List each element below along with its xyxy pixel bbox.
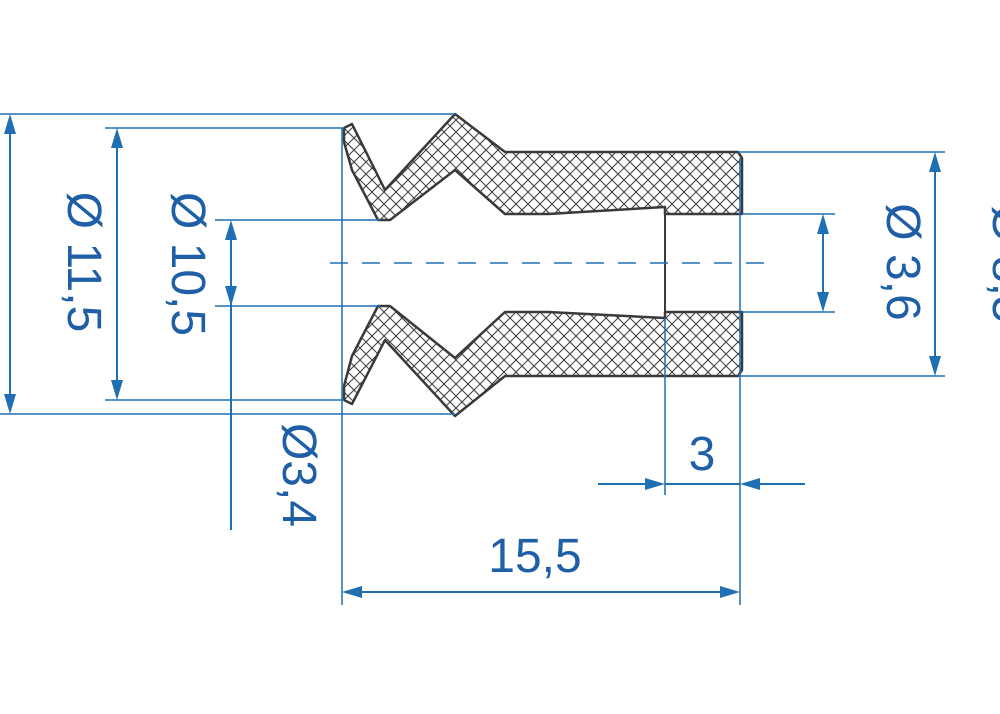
arrowhead	[817, 214, 829, 234]
arrowhead	[929, 152, 941, 172]
arrowhead	[225, 220, 237, 240]
arrowhead	[342, 586, 362, 598]
arrowhead	[225, 286, 237, 306]
dim-label-15-5: 15,5	[488, 530, 581, 583]
arrowhead	[929, 356, 941, 376]
arrowhead	[740, 478, 760, 490]
bellows-section-top	[342, 112, 744, 222]
arrowhead	[645, 478, 665, 490]
dim-label-8-5: Ø 8,5	[982, 205, 1000, 322]
arrowhead	[817, 292, 829, 312]
dim-label-3: 3	[689, 428, 716, 481]
bellows-section-bottom	[342, 304, 744, 418]
arrowhead	[4, 114, 16, 134]
dim-label-10-5: Ø 10,5	[161, 192, 214, 336]
dim-label-3-6: Ø 3,6	[876, 203, 929, 320]
arrowhead	[111, 128, 123, 148]
arrowhead	[720, 586, 740, 598]
arrowhead	[111, 380, 123, 400]
arrowhead	[4, 394, 16, 414]
dim-label-11-5: Ø 11,5	[57, 192, 110, 333]
dim-label-3-4: Ø3,4	[272, 423, 325, 527]
